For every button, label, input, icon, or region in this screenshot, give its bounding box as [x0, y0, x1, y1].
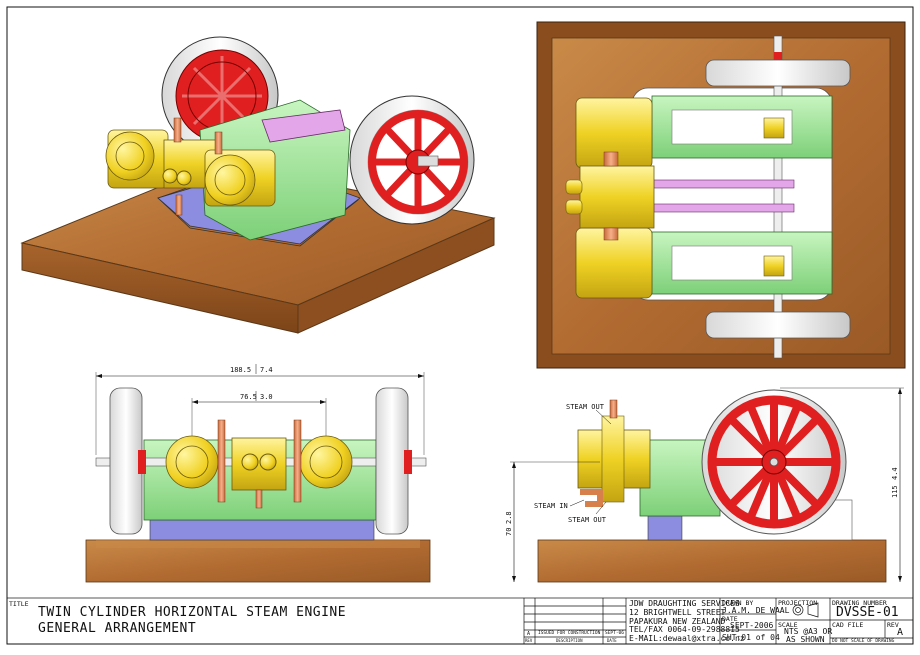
dim-overall-width: 188.5 — [230, 366, 251, 374]
iso-base-right — [297, 217, 495, 334]
plan-valve-rod-1 — [653, 179, 795, 189]
side-steam-in-pipe — [580, 489, 603, 507]
rev-row-date: SEPT-06 — [605, 631, 624, 636]
front-flywheel-right — [375, 387, 409, 535]
front-bed-plate — [149, 519, 375, 541]
cad-file-caption: CAD FILE — [832, 621, 864, 629]
drawing-number-caption: DRAWING NUMBER — [832, 599, 887, 607]
plan-flywheel-bottom — [705, 311, 851, 339]
isometric-view — [20, 36, 496, 334]
plan-flywheel-top — [705, 59, 851, 87]
rev-row-description: ISSUED FOR CONSTRUCTION — [538, 631, 601, 636]
side-elevation: STEAM OUT STEAM IN STEAM OUT 70 2.8 115 … — [505, 387, 904, 583]
date-caption: DATE — [722, 615, 738, 623]
sheet-number: SHT:01 of 04 — [722, 633, 780, 642]
side-base-board — [537, 539, 887, 583]
dim-base-height: 70 — [505, 528, 513, 536]
rev-header-description: DESCRIPTION — [556, 638, 583, 643]
plan-crankshaft — [773, 35, 783, 359]
label-steam-out-bottom: STEAM OUT — [568, 516, 607, 524]
company-address-2: PAPAKURA NEW ZEALAND — [629, 617, 726, 626]
front-elevation: 188.5 7.4 76.5 3.0 — [85, 364, 431, 583]
drawing-number: DVSSE-01 — [836, 605, 899, 620]
title-block — [6, 597, 914, 645]
revision-letter: A — [897, 627, 904, 638]
company-telfax: TEL/FAX 0064-09-2988815 — [629, 625, 740, 634]
side-bed-plate — [647, 515, 683, 541]
scale-line-2: AS SHOWN — [786, 635, 825, 644]
drawing-title-line-2: GENERAL ARRANGEMENT — [38, 621, 197, 636]
company-email: E-MAIL:dewaal@xtra.co.nz — [629, 634, 745, 643]
plan-view — [536, 21, 906, 369]
dim-overall-width-in: 7.4 — [260, 366, 273, 374]
front-steam-pipe-right — [293, 419, 302, 503]
front-valve-chest — [231, 437, 287, 491]
drawn-by: J.A.M. DE WAAL — [722, 606, 790, 615]
dim-cylinder-centres: 76.5 — [240, 393, 257, 401]
drawing-title-line-1: TWIN CYLINDER HORIZONTAL STEAM ENGINE — [38, 605, 347, 620]
scale-line-1: NTS @A3 OR — [784, 627, 833, 636]
iso-crankshaft-end — [417, 155, 439, 167]
projection-caption: PROJECTION — [778, 599, 818, 607]
company-address-1: 12 BRIGHTWELL STREET — [629, 608, 726, 617]
drawing-date: SEPT-2006 — [730, 621, 774, 630]
label-steam-in: STEAM IN — [534, 502, 568, 510]
rev-row-letter: A — [527, 631, 531, 637]
iso-connecting-rods — [261, 109, 346, 143]
iso-steam-pipe — [173, 117, 182, 143]
plan-valve-chest — [579, 165, 655, 229]
dim-base-height-in: 2.8 — [505, 511, 513, 524]
dim-height: 115 — [891, 485, 899, 498]
title-caption: TITLE — [9, 600, 29, 608]
scale-caption: SCALE — [778, 621, 798, 629]
front-flywheel-left — [109, 387, 143, 535]
rev-caption: REV — [887, 621, 899, 629]
rev-header-date: DATE — [607, 638, 617, 643]
front-cylinder-left — [165, 435, 219, 489]
plan-valve-rod-2 — [653, 203, 795, 213]
footer-note: DO NOT SCALE OF DRAWING — [832, 639, 895, 644]
front-cylinder-right — [299, 435, 353, 489]
company-name: JDW DRAUGHTING SERVICES — [629, 599, 740, 608]
front-steam-pipe-left — [217, 419, 226, 503]
dim-cylinder-centres-in: 3.0 — [260, 393, 273, 401]
label-steam-out-top: STEAM OUT — [566, 403, 605, 411]
drawn-by-caption: DRAWN BY — [722, 599, 754, 607]
dim-height-in: 4.4 — [891, 467, 899, 480]
rev-header-rev: REV — [525, 638, 533, 643]
